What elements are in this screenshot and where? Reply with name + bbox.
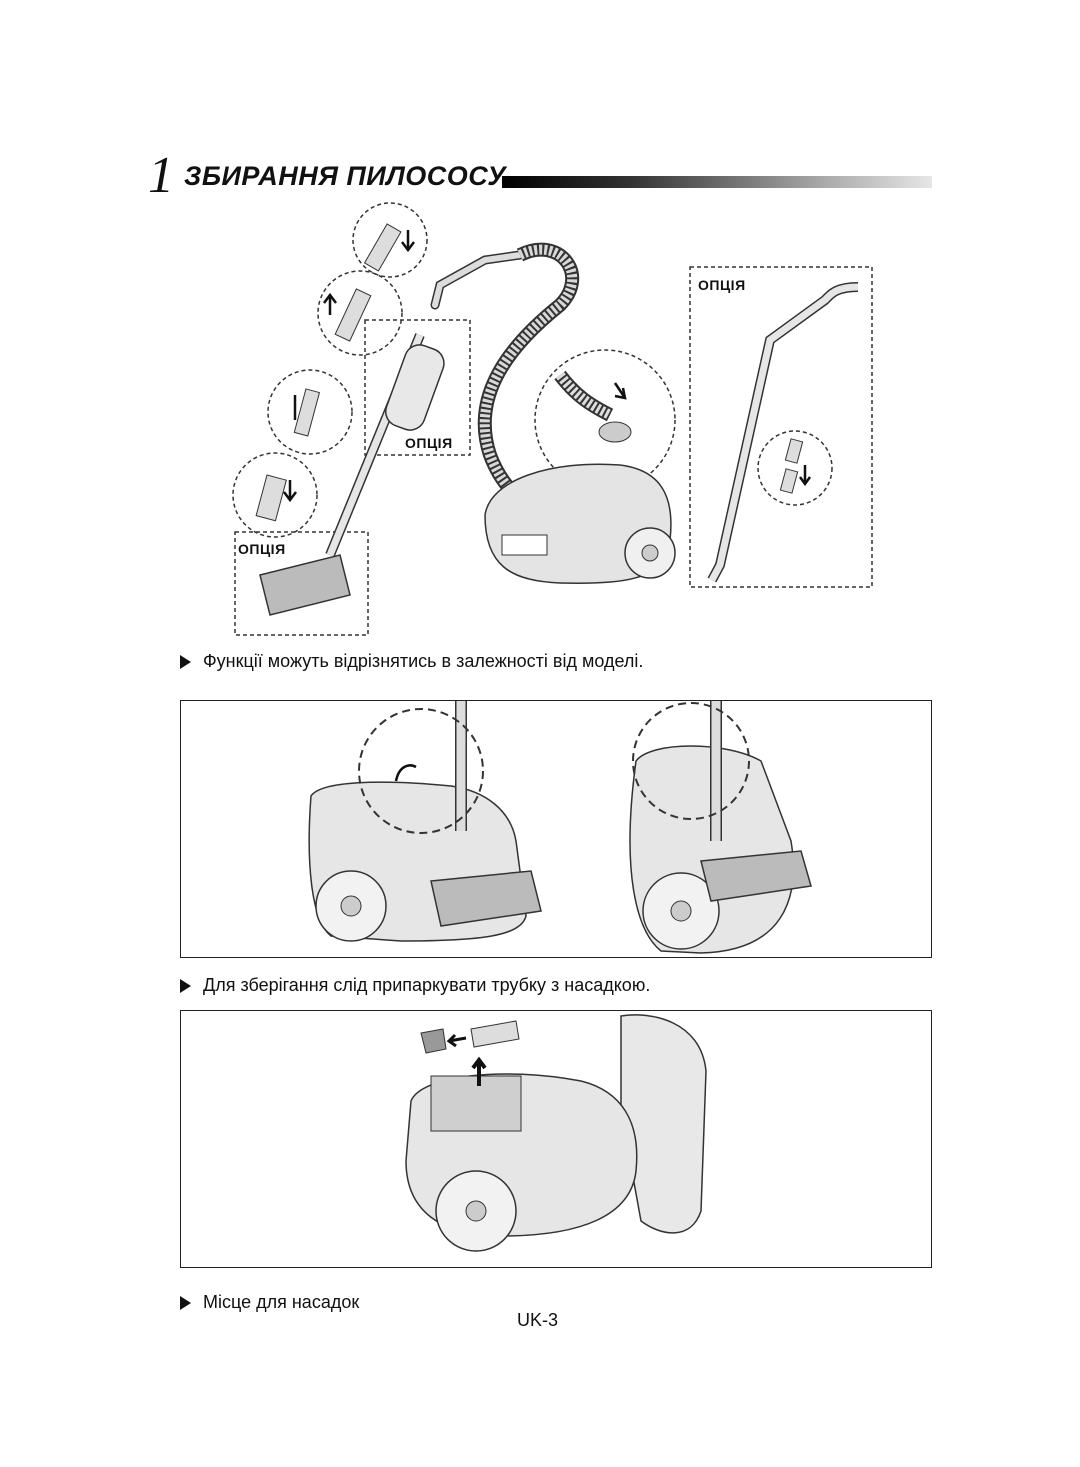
triangle-bullet-icon [180,978,191,993]
option-label-lower-left: ОПЦІЯ [238,541,286,557]
section-title: ЗБИРАННЯ ПИЛОСОСУ [184,160,507,191]
figure3-caption-text: Місце для насадок [203,1292,360,1312]
option-label-center: ОПЦІЯ [405,435,453,451]
assembly-figure: ОПЦІЯ ОПЦІЯ ОПЦІЯ [230,195,940,640]
storage-figure [180,700,932,958]
figure2-caption: Для зберігання слід припаркувати трубку … [180,975,650,996]
triangle-bullet-icon [180,1295,191,1310]
triangle-bullet-icon [180,654,191,669]
figure1-caption: Функції можуть відрізнятись в залежності… [180,651,643,672]
option-label-right: ОПЦІЯ [698,277,746,293]
page-number: UK-3 [517,1310,559,1330]
figure1-caption-text: Функції можуть відрізнятись в залежності… [203,651,644,671]
accessory-storage-figure [180,1010,932,1268]
section-heading: 1 ЗБИРАННЯ ПИЛОСОСУ [148,150,506,202]
arrow-left-icon [446,1033,467,1048]
arrow-up-icon [471,1056,487,1086]
figure3-caption: Місце для насадок [180,1292,359,1313]
heading-gradient-bar [502,176,932,188]
section-number: 1 [148,147,174,204]
accessory-illustration [405,1014,707,1252]
storage-illustration [308,701,812,954]
figure2-caption-text: Для зберігання слід припаркувати трубку … [203,975,651,995]
assembly-illustration [232,202,873,636]
